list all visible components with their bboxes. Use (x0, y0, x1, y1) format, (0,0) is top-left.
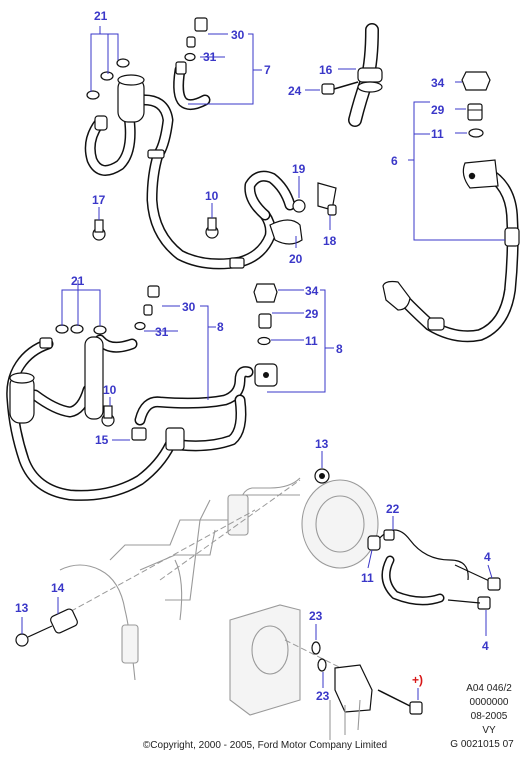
callout-20: 20 (289, 252, 303, 266)
callout-15: 15 (95, 433, 109, 447)
callout-7: 7 (264, 63, 271, 77)
drawing-date: 08-2005 (470, 711, 508, 722)
callout-21-mid: 21 (71, 274, 85, 288)
callout-21-top: 21 (94, 9, 108, 23)
callout-24: 24 (288, 84, 302, 98)
drawing-number: 0000000 (469, 697, 509, 708)
callout-30-mid: 30 (182, 300, 196, 314)
engine-ghost-lines (15, 477, 301, 681)
callout-10-top: 10 (205, 189, 219, 203)
callout-13-left: 13 (15, 601, 29, 615)
callout-4-top: 4 (484, 550, 491, 564)
callout-11-low: 11 (361, 571, 374, 585)
compressor-group (301, 451, 501, 636)
drawing-reference-block: A04 046/2 0000000 08-2005 VY G 0021015 0… (450, 682, 522, 752)
drawing-initials: VY (482, 725, 496, 736)
callout-22: 22 (386, 502, 400, 516)
callout-29-mid: 29 (305, 307, 319, 321)
callout-10-mid: 10 (103, 383, 117, 397)
callout-plus: +) (412, 673, 423, 687)
callout-29-right: 29 (431, 103, 445, 117)
callout-14: 14 (51, 581, 65, 595)
hose-assembly-7 (84, 17, 276, 270)
callout-6: 6 (391, 154, 398, 168)
callout-18: 18 (323, 234, 337, 248)
callout-30-top: 30 (231, 28, 245, 42)
callout-13-right: 13 (315, 437, 329, 451)
callout-31-mid: 31 (155, 325, 169, 339)
callout-16: 16 (319, 63, 333, 77)
hose-assembly-8-left (6, 280, 334, 501)
hose-assembly-6 (382, 71, 520, 343)
callout-17: 17 (92, 193, 106, 207)
callout-labels: 21 30 31 7 16 24 34 29 11 6 17 10 19 18 … (15, 9, 491, 703)
callout-11-mid: 11 (305, 334, 318, 348)
callout-4-bottom: 4 (482, 639, 489, 653)
hose-bracket-group (92, 170, 337, 248)
compressor-bracket-group (229, 604, 423, 740)
callout-34-mid: 34 (305, 284, 319, 298)
callout-19: 19 (292, 162, 306, 176)
drawing-code: A04 046/2 (466, 683, 512, 694)
callout-8-left: 8 (217, 320, 224, 334)
leaders-assembly-7 (90, 26, 262, 105)
callout-23-bottom: 23 (316, 689, 330, 703)
copyright-notice: ©Copyright, 2000 - 2005, Ford Motor Comp… (142, 740, 388, 751)
callout-23-top: 23 (309, 609, 323, 623)
callout-11-right: 11 (431, 127, 444, 141)
callout-34-right: 34 (431, 76, 445, 90)
callout-31-top: 31 (203, 50, 217, 64)
hose-clip-16 (305, 23, 383, 127)
drawing-id: G 0021015 07 (450, 739, 514, 750)
callout-8-right: 8 (336, 342, 343, 356)
